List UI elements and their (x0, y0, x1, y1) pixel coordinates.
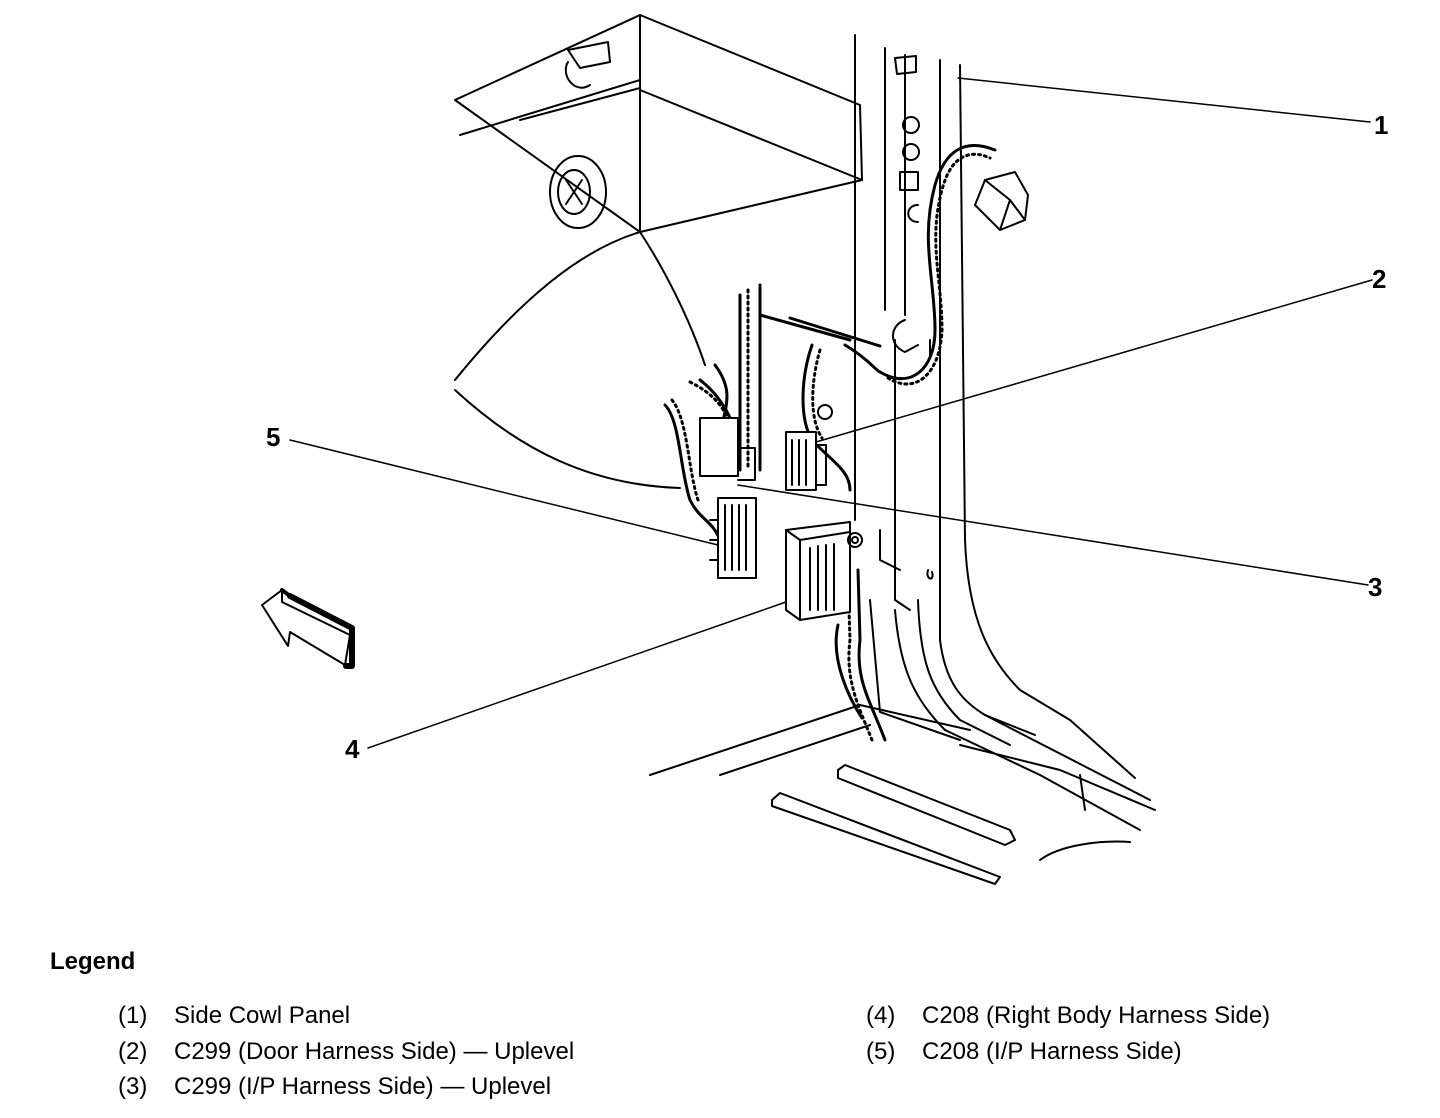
leader-line-5 (290, 440, 718, 545)
legend-item-text: Side Cowl Panel (174, 1002, 351, 1029)
legend-item-number: (5) (866, 1038, 896, 1065)
floor-panel (650, 600, 1130, 884)
connector-location-diagram: 1 2 3 4 5 (0, 0, 1388, 930)
connector-c299-ip (700, 418, 755, 480)
connector-c208-ip (710, 498, 756, 578)
leader-line-4 (368, 602, 786, 748)
connector-c208-body (786, 405, 862, 620)
legend-item: (2) C299 (Door Harness Side) — Uplevel (118, 1038, 574, 1066)
leader-lines (290, 78, 1372, 748)
connector-c299-door (786, 432, 826, 490)
legend-item: (5) C208 (I/P Harness Side) (866, 1038, 1182, 1066)
legend-item: (3) C299 (I/P Harness Side) — Uplevel (118, 1073, 551, 1101)
callout-2: 2 (1372, 264, 1386, 294)
callout-3: 3 (1368, 572, 1382, 602)
legend-item-number: (3) (118, 1073, 148, 1100)
legend-item-number: (2) (118, 1038, 148, 1065)
callout-4: 4 (345, 734, 360, 764)
legend-item: (4) C208 (Right Body Harness Side) (866, 1002, 1270, 1030)
legend-item-text: C299 (I/P Harness Side) — Uplevel (174, 1073, 552, 1100)
kick-panel (455, 232, 705, 488)
leader-line-3 (738, 485, 1368, 585)
dash-cowl-box (455, 15, 862, 232)
pillar-connector (975, 172, 1028, 230)
leader-line-1 (958, 78, 1370, 122)
forward-arrow-icon (262, 590, 352, 666)
legend-title: Legend (50, 948, 136, 975)
legend-item-number: (4) (866, 1002, 896, 1029)
side-cowl-panel (855, 35, 1155, 830)
legend-item: (1) Side Cowl Panel (118, 1002, 350, 1030)
legend-item-number: (1) (118, 1002, 148, 1029)
callout-5: 5 (266, 422, 280, 452)
leader-line-2 (816, 280, 1372, 442)
callout-1: 1 (1374, 110, 1388, 140)
legend-item-text: C208 (Right Body Harness Side) (922, 1002, 1271, 1029)
legend-item-text: C299 (Door Harness Side) — Uplevel (174, 1038, 575, 1065)
legend-item-text: C208 (I/P Harness Side) (922, 1038, 1182, 1065)
